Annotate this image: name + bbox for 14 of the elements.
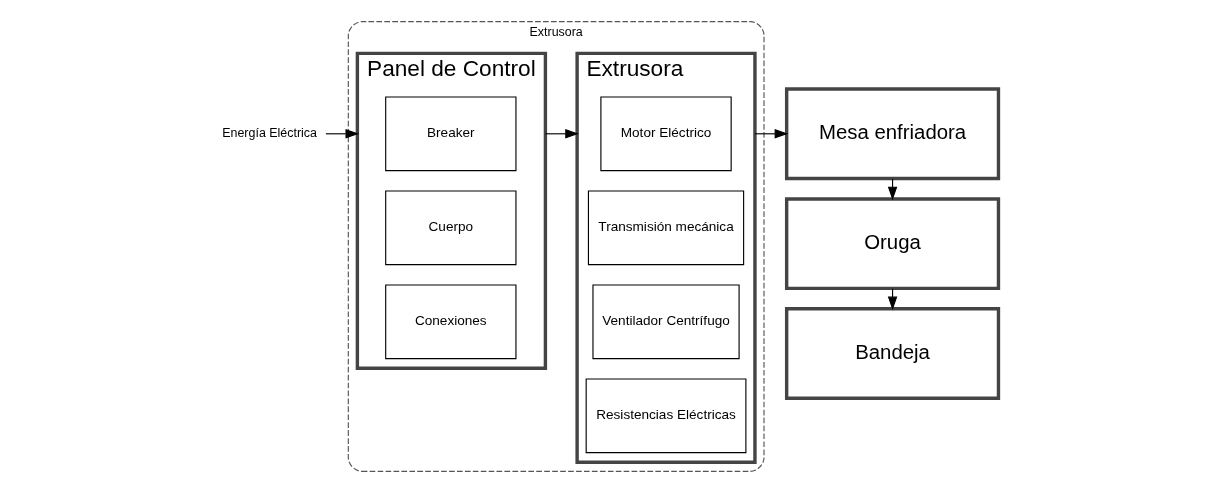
node-box: Motor Eléctrico [600, 96, 732, 172]
node-box: Breaker [385, 96, 517, 172]
node-box: Resistencias Eléctricas [585, 378, 747, 454]
node-text: Energía Eléctrica [222, 125, 317, 140]
arrow [325, 129, 360, 139]
arrow [544, 129, 579, 139]
node-box: Ventilador Centrífugo [592, 284, 740, 360]
node-box: Bandeja [784, 307, 1001, 400]
node-box: Conexiones [385, 284, 517, 360]
node-box: Transmisión mecánica [587, 190, 745, 266]
arrow [754, 129, 789, 139]
node-box: Mesa enfriadora [784, 87, 1001, 181]
node-box: Oruga [784, 197, 1001, 291]
node-box: Cuerpo [385, 190, 517, 266]
